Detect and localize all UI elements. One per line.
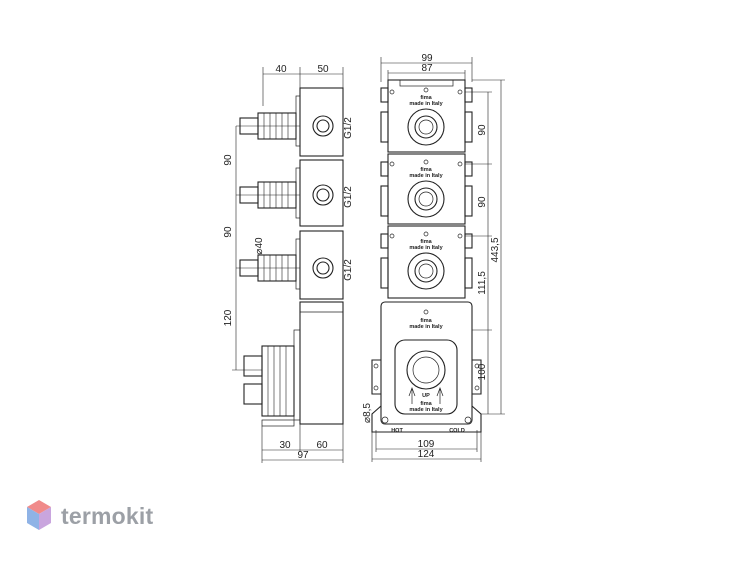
front-module-1: fima made in Italy <box>380 79 473 153</box>
front-dim-hole: ⌀8,5 <box>362 403 373 423</box>
side-module-3: G1/2 ⌀40 <box>236 230 354 300</box>
side-dim-60: 60 <box>316 440 328 451</box>
front-dim-87: 87 <box>421 63 433 74</box>
mixer-cold: COLD <box>449 428 465 434</box>
front-dim-124: 124 <box>418 449 435 460</box>
front-dim-443-5: 443,5 <box>490 237 501 262</box>
termokit-logo-icon <box>27 500 51 530</box>
side-dim-120: 120 <box>223 309 234 326</box>
termokit-watermark: termokit <box>25 498 153 534</box>
front-module-3: fima made in Italy <box>380 225 473 299</box>
side-view: 40 50 G1/2 <box>223 64 354 463</box>
front-dim-111-5: 111,5 <box>477 271 488 295</box>
mixer-up: UP <box>422 393 430 399</box>
side-dim-97: 97 <box>297 450 309 461</box>
module-3-brand: fima <box>420 239 432 245</box>
side-module-1: G1/2 <box>236 87 354 157</box>
module-2-origin: made in Italy <box>409 173 443 179</box>
mixer-brand-2: fima <box>420 401 432 407</box>
front-dim-109: 109 <box>418 439 435 450</box>
module-3-origin: made in Italy <box>409 245 443 251</box>
mixer-brand: fima <box>420 318 432 324</box>
module-1-brand: fima <box>420 95 432 101</box>
side-mixer <box>243 301 344 427</box>
side-module-2: G1/2 <box>236 159 354 227</box>
thread-label-1: G1/2 <box>343 117 354 139</box>
thread-label-2: G1/2 <box>343 186 354 208</box>
side-dim-90b: 90 <box>223 226 234 238</box>
mixer-origin-2: made in Italy <box>409 407 443 413</box>
side-dim-50: 50 <box>317 64 329 75</box>
front-dim-90a: 90 <box>477 124 488 136</box>
side-dim-90a: 90 <box>223 154 234 166</box>
termokit-wordmark: termokit <box>61 502 154 529</box>
module-1-origin: made in Italy <box>409 101 443 107</box>
front-view: 99 87 fima made in Italy <box>362 53 505 462</box>
front-dim-99: 99 <box>421 53 433 64</box>
mixer-hot: HOT <box>391 428 403 434</box>
side-dim-30: 30 <box>279 440 291 451</box>
front-module-2: fima made in Italy <box>380 153 473 225</box>
module-2-brand: fima <box>420 167 432 173</box>
front-mixer-box: fima made in Italy UP fima made in Italy… <box>371 301 482 434</box>
front-dim-90b: 90 <box>477 196 488 208</box>
mixer-origin: made in Italy <box>409 324 443 330</box>
diameter-40: ⌀40 <box>254 237 265 255</box>
thread-label-3: G1/2 <box>343 259 354 281</box>
side-dim-40: 40 <box>275 64 287 75</box>
front-dim-100: 100 <box>477 363 488 380</box>
